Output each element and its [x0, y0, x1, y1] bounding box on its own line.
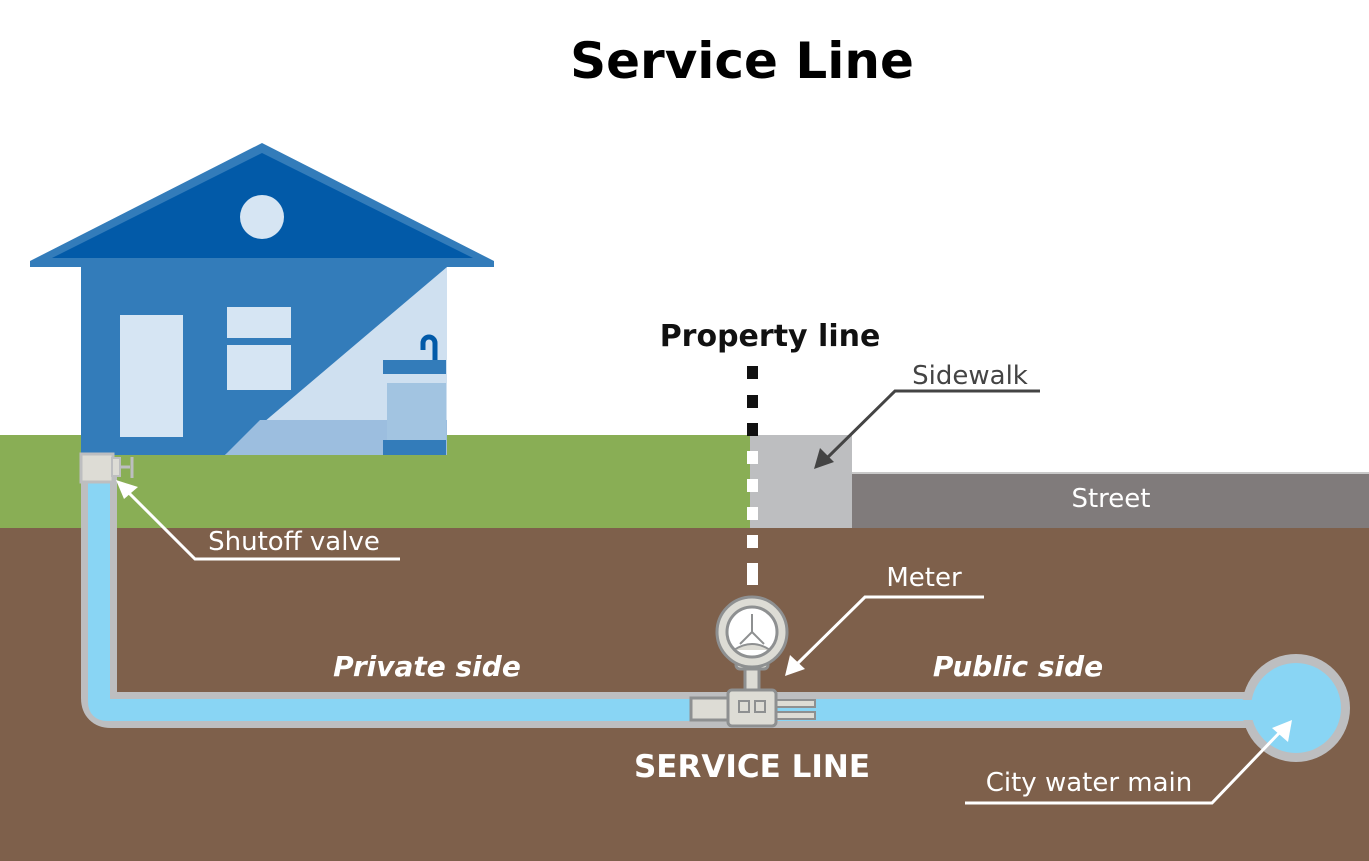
- door: [120, 315, 183, 437]
- service-pipe: [81, 470, 1260, 728]
- shutoff-valve-label: Shutoff valve: [208, 527, 380, 557]
- sidewalk-label: Sidewalk: [912, 361, 1028, 391]
- meter-label: Meter: [886, 563, 962, 593]
- city-water-main: [1230, 654, 1350, 762]
- window-bottom: [227, 345, 291, 390]
- meter: [689, 595, 816, 728]
- sink: [383, 334, 446, 455]
- shutoff-valve-callout: [116, 480, 400, 561]
- private-side-label: Private side: [333, 650, 521, 683]
- arrow-icon: [116, 480, 138, 499]
- arrow-icon: [814, 448, 834, 469]
- meter-callout: [785, 595, 984, 676]
- public-side-label: Public side: [933, 650, 1103, 683]
- street-label: Street: [1071, 484, 1150, 514]
- city-water-main-label: City water main: [986, 768, 1193, 798]
- sidewalk-callout: [814, 389, 1040, 469]
- service-line-label: SERVICE LINE: [634, 749, 870, 785]
- property-line-marker: [747, 366, 758, 585]
- house: [30, 143, 494, 455]
- window-top: [227, 307, 291, 338]
- faucet-icon: [420, 334, 438, 360]
- diagram-title: Service Line: [570, 32, 914, 90]
- arrow-icon: [785, 655, 805, 676]
- street: [852, 473, 1369, 528]
- arrow-icon: [1272, 720, 1292, 742]
- water-main-callout: [965, 720, 1292, 805]
- shutoff-valve: [79, 452, 134, 484]
- attic-window: [240, 195, 284, 239]
- property-line-label: Property line: [660, 319, 881, 354]
